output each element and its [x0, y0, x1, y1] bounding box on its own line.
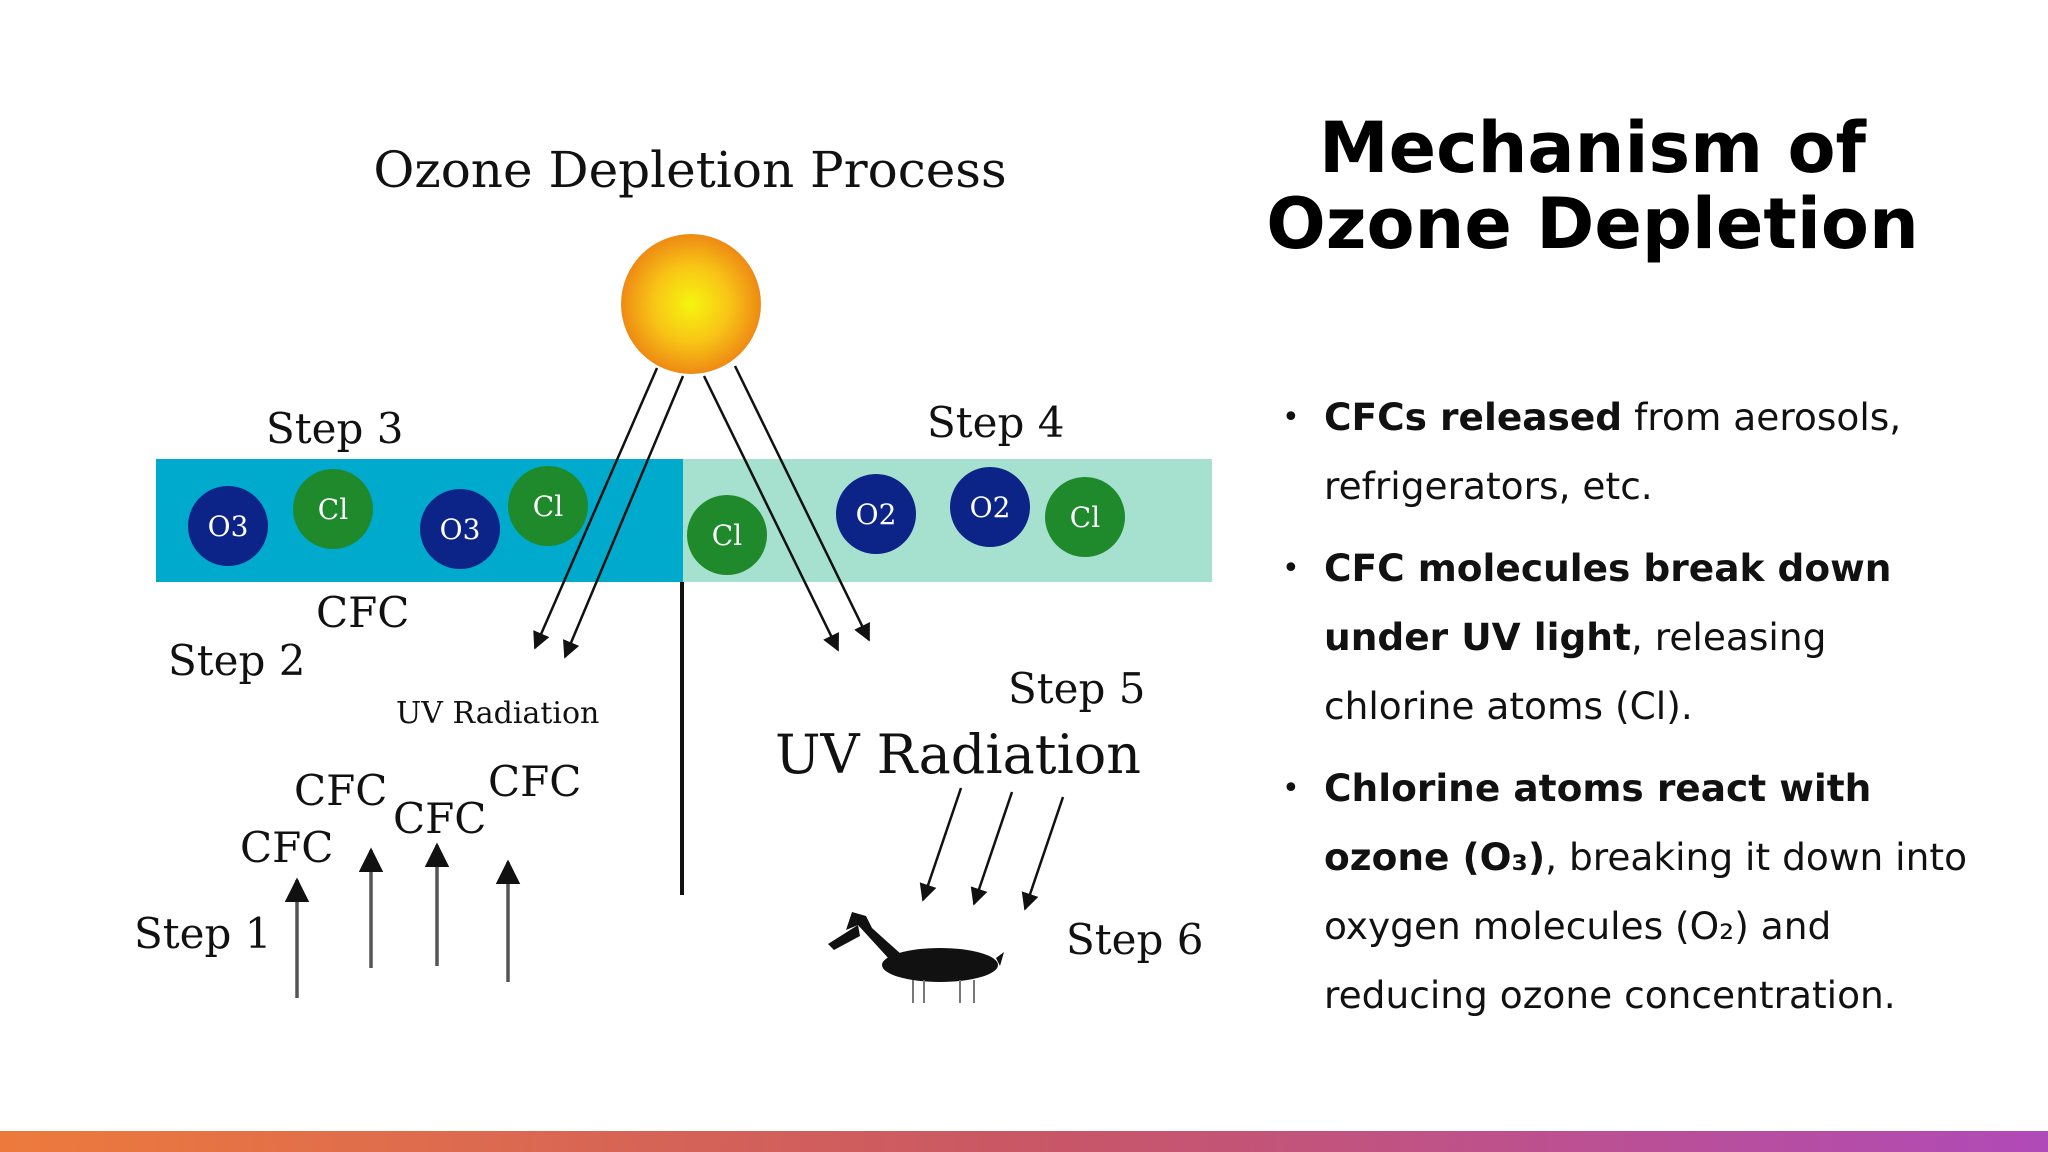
slide-title-line-2: Ozone Depletion	[1266, 183, 1919, 265]
cfc-label: CFC	[393, 794, 486, 843]
step-6-label: Step 6	[1066, 915, 1203, 964]
molecule-o2: O2	[836, 474, 916, 554]
step-1-label: Step 1	[134, 909, 271, 958]
diagram-title: Ozone Depletion Process	[373, 141, 1006, 199]
uv-radiation-label-small: UV Radiation	[396, 696, 599, 731]
uv-arrows-from-sun	[533, 365, 871, 659]
step-4-label: Step 4	[927, 398, 1064, 447]
accent-bar	[0, 1131, 2048, 1152]
molecule-cl: Cl	[508, 466, 588, 546]
cfc-rising-arrows	[284, 842, 521, 998]
bullet-item: Chlorine atoms react with ozone (O₃), br…	[1282, 754, 1982, 1030]
cfc-label: CFC	[316, 588, 409, 637]
step-5-label: Step 5	[1008, 664, 1145, 713]
svg-text:Cl: Cl	[533, 490, 563, 523]
animal-silhouette-icon	[828, 912, 1004, 1003]
svg-text:O2: O2	[856, 498, 897, 531]
bullet-item: CFCs released from aerosols, refrigerato…	[1282, 383, 1982, 521]
svg-text:Cl: Cl	[712, 519, 742, 552]
svg-text:O2: O2	[970, 491, 1011, 524]
svg-text:Cl: Cl	[318, 493, 348, 526]
uv-arrows-to-animal	[919, 787, 1065, 911]
cfc-label: CFC	[488, 757, 581, 806]
slide-title: Mechanism of Ozone Depletion	[1240, 110, 1945, 262]
bullet-list: CFCs released from aerosols, refrigerato…	[1282, 383, 1982, 1043]
cfc-label: CFC	[240, 823, 333, 872]
step-3-label: Step 3	[266, 404, 403, 453]
molecule-cl: Cl	[1045, 477, 1125, 557]
molecule-o2: O2	[950, 467, 1030, 547]
molecule-cl: Cl	[687, 495, 767, 575]
svg-text:O3: O3	[440, 513, 481, 546]
svg-text:Cl: Cl	[1070, 501, 1100, 534]
molecule-cl: Cl	[293, 469, 373, 549]
bullet-item: CFC molecules break down under UV light,…	[1282, 534, 1982, 741]
slide-title-line-1: Mechanism of	[1318, 107, 1867, 189]
svg-text:O3: O3	[208, 510, 249, 543]
ozone-depletion-diagram: Ozone Depletion Process O3 Cl O3 Cl Cl O…	[134, 141, 1212, 1003]
sun-icon	[621, 234, 761, 374]
cfc-label: CFC	[294, 766, 387, 815]
molecule-o3: O3	[188, 486, 268, 566]
step-2-label: Step 2	[168, 636, 305, 685]
uv-radiation-label-large: UV Radiation	[775, 723, 1141, 786]
molecule-o3: O3	[420, 489, 500, 569]
